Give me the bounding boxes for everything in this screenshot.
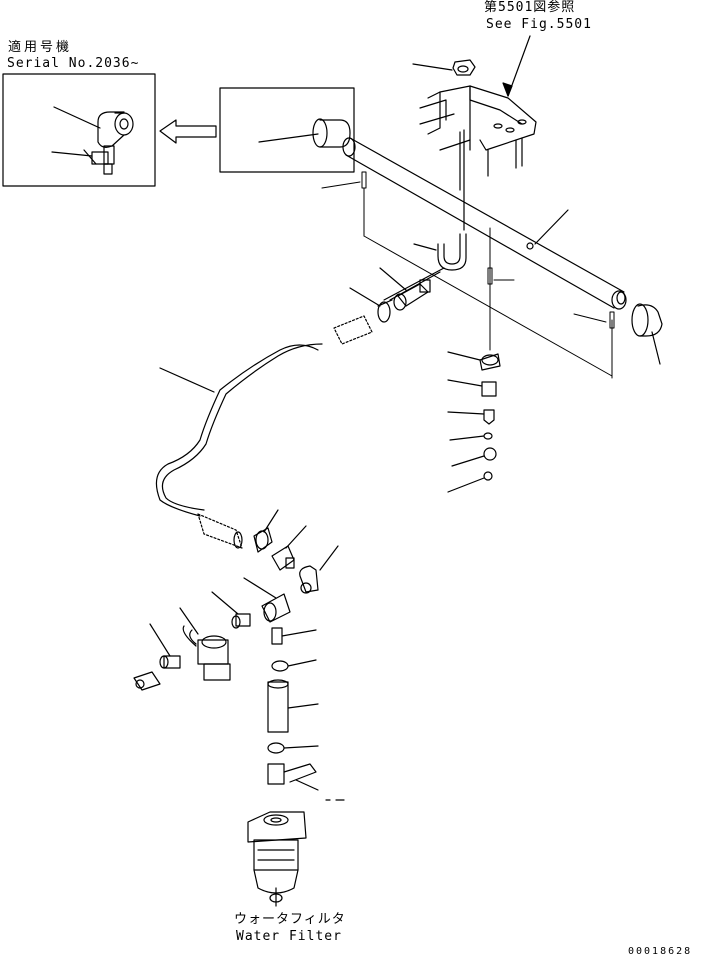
hose-connector [379, 267, 431, 311]
hose-clamp-top [349, 287, 393, 323]
reference-label-en: See Fig.5501 [486, 17, 592, 32]
top-nut [412, 59, 476, 76]
plug-inset-box [219, 87, 355, 173]
vertical-fittings [267, 627, 345, 801]
u-tube [383, 233, 467, 301]
serial-label-ja: 適用号機 [8, 40, 73, 55]
water-filter [247, 811, 307, 907]
filter-label-ja: ウォータフィルタ [234, 912, 346, 927]
serial-label-en: Serial No.2036~ [7, 56, 140, 71]
reference-label-ja: 第5501図参照 [484, 0, 576, 15]
fitting-stack [447, 351, 501, 493]
inset-arrow [159, 119, 217, 144]
filter-label-en: Water Filter [236, 929, 342, 944]
serial-inset-box [2, 73, 156, 187]
lower-fittings [211, 509, 339, 629]
document-number: 00018628 [628, 946, 693, 957]
reference-arrow [502, 35, 531, 97]
sensor [133, 607, 231, 691]
fuel-hose [155, 315, 373, 549]
bracket [419, 85, 537, 231]
guide-lines [321, 171, 615, 379]
main-tube [342, 137, 627, 310]
end-cap [631, 303, 663, 365]
